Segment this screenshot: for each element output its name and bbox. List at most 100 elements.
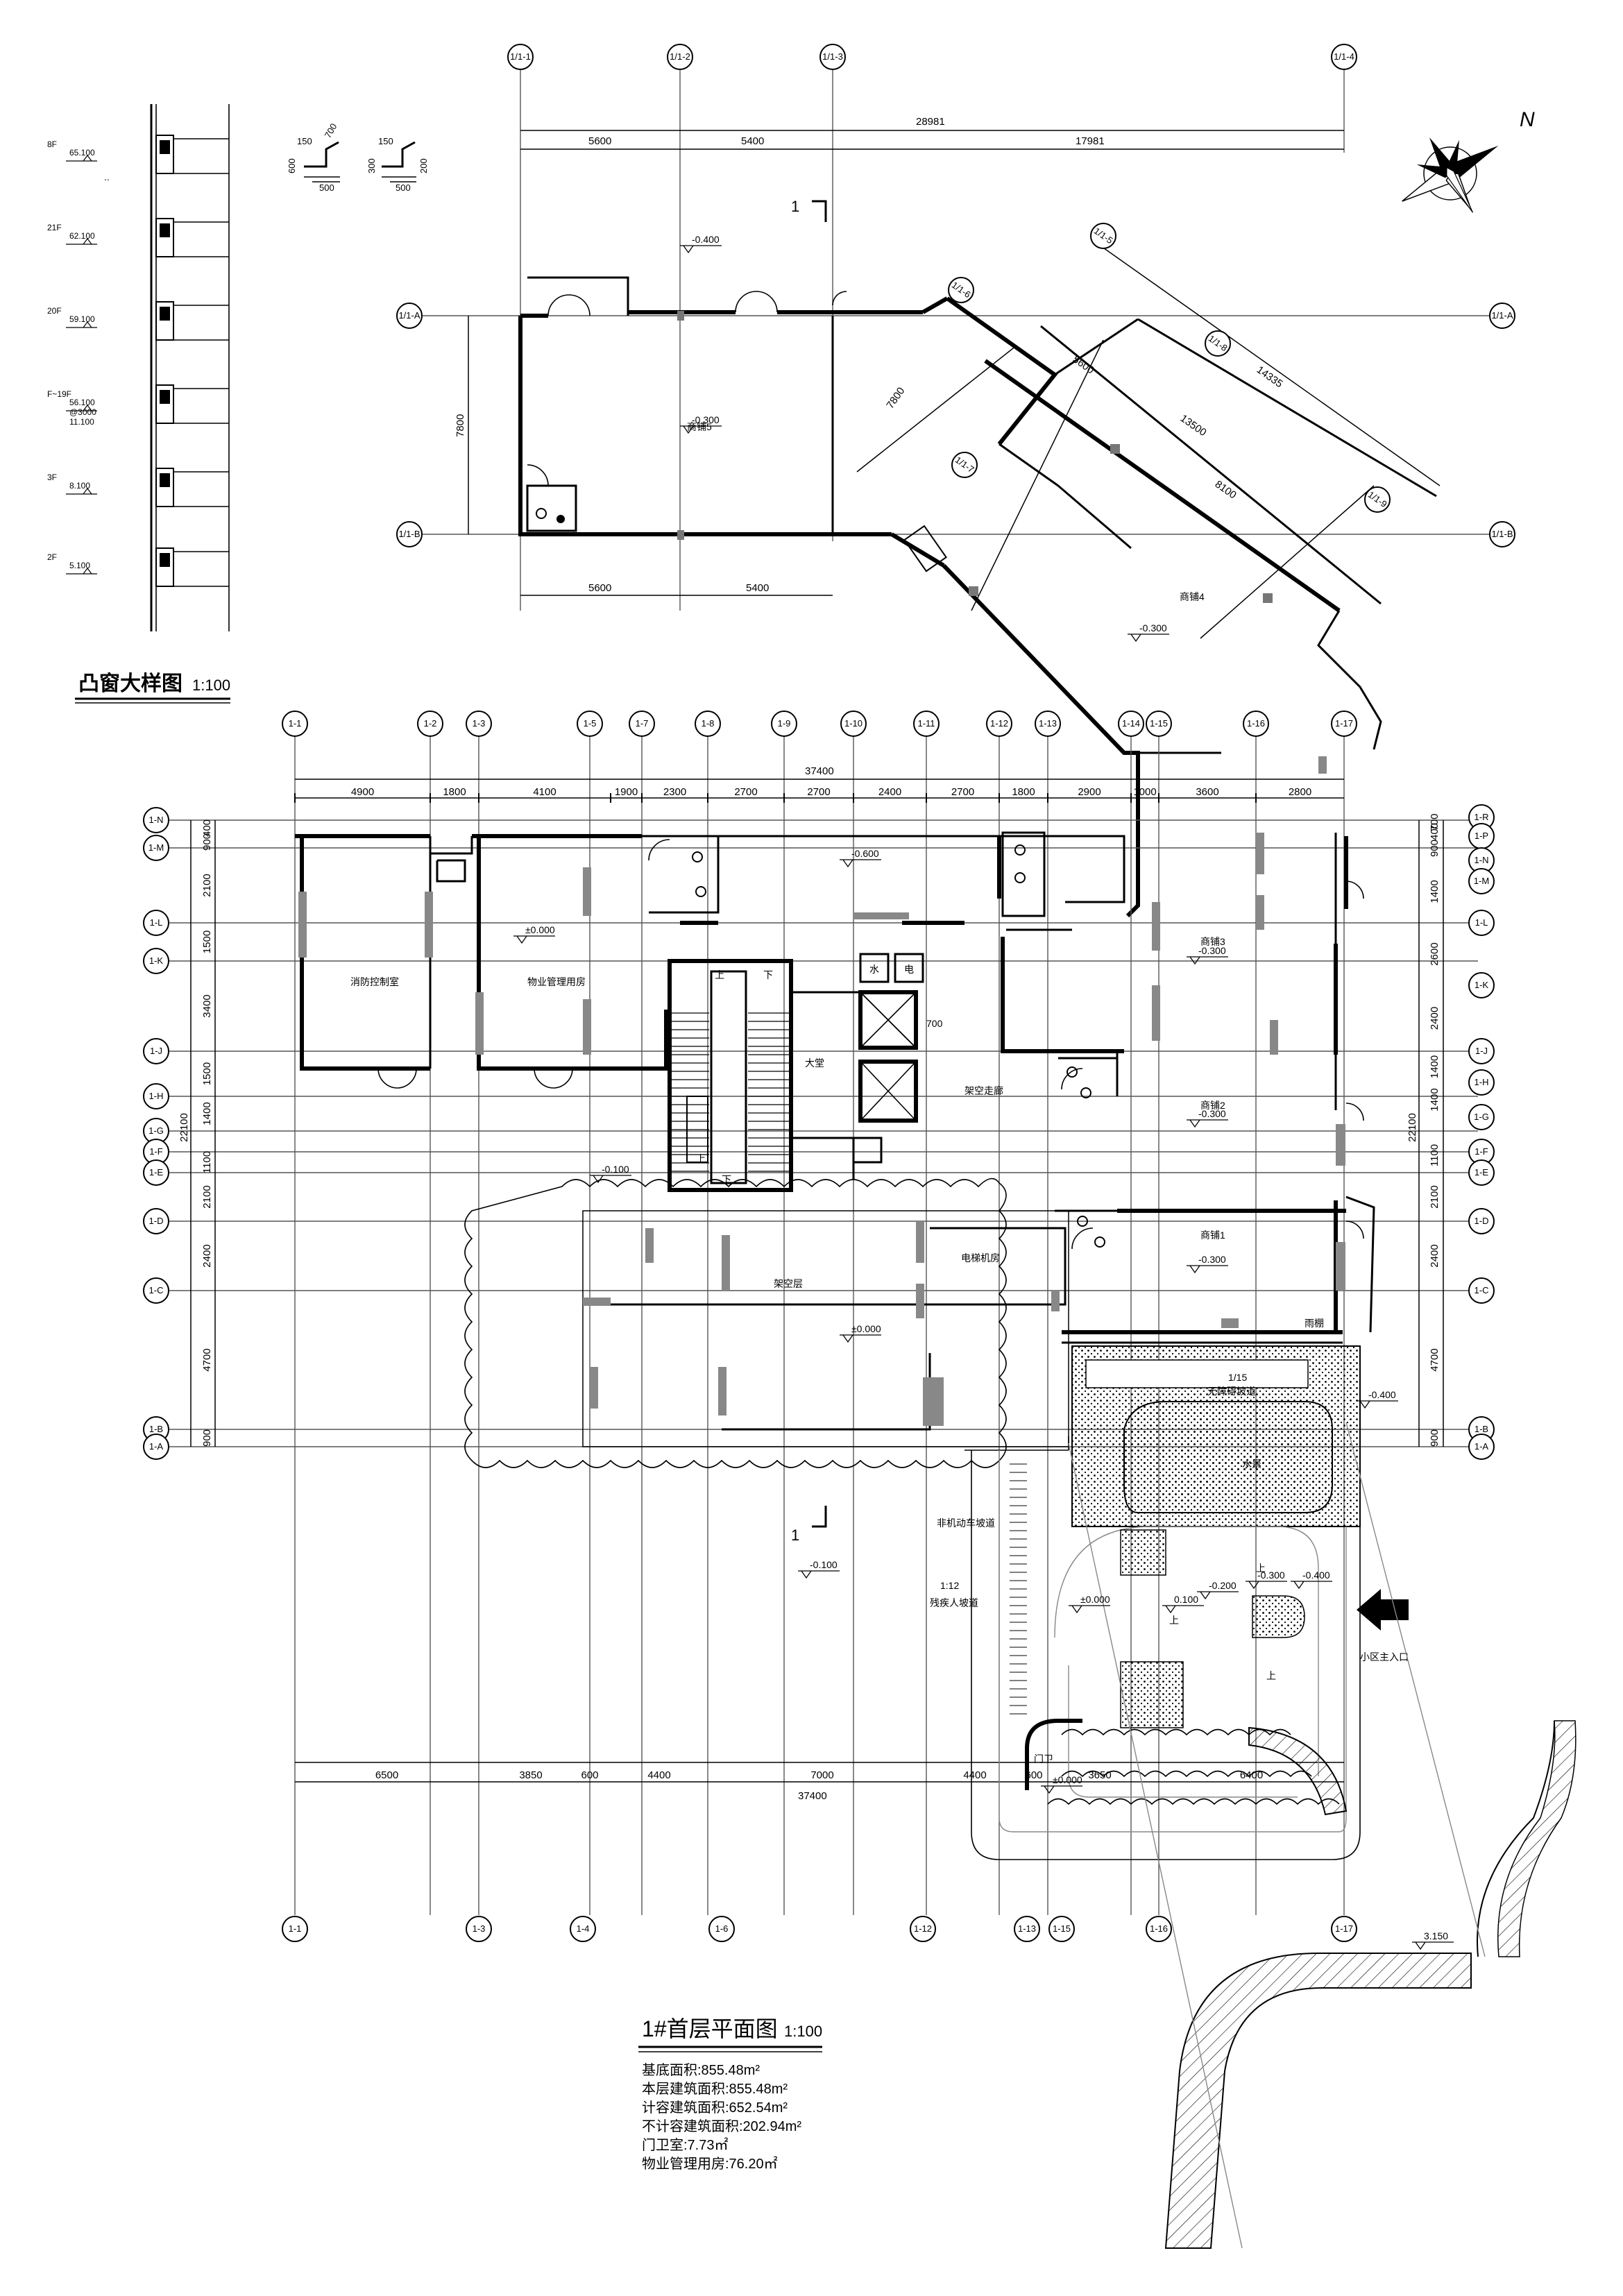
plan-stat: 基底面积:855.48m² <box>642 2062 760 2078</box>
gate-label: 门卫 <box>1034 1753 1053 1764</box>
dim: 900 <box>201 833 213 851</box>
axis-bubble: 1-L <box>143 910 169 936</box>
left-vertical-dimensions: 4009002100150034001500140022100110021002… <box>178 819 216 1447</box>
plan-stat: 门卫室:7.73㎡ <box>642 2136 728 2153</box>
axis-bubble: 1/1-B <box>396 521 423 547</box>
axis-bubble: 1-J <box>143 1038 169 1064</box>
bay-window-elev: 65.100 <box>69 148 95 158</box>
wheel-label: 残疾人坡道 <box>930 1597 978 1608</box>
elevation-mark: -0.300 <box>1187 945 1228 965</box>
axis-bubble-label: 1/1-A <box>398 310 420 321</box>
axis-bubble-label: 1-15 <box>1150 718 1168 729</box>
bay-window-elev: 56.100 <box>69 398 95 407</box>
axis-bubble: 1-P <box>1468 823 1495 849</box>
axis-bubble-label: 1-R <box>1475 812 1489 822</box>
elevation-value: ±0.000 <box>1080 1594 1110 1605</box>
axis-bubble: 1-16 <box>1146 1916 1172 1942</box>
dim: 2400 <box>1429 1244 1441 1267</box>
axis-bubble: 1-12 <box>986 711 1012 737</box>
axis-bubble-label: 1-K <box>1475 980 1489 990</box>
axis-bubble: 1-J <box>1468 1038 1495 1064</box>
axis-bubble-label: 1-7 <box>636 718 649 729</box>
dim: 1500 <box>201 1062 213 1085</box>
axis-bubble: 1-M <box>143 835 169 861</box>
diag-shop-label: 商铺4 <box>1180 591 1205 602</box>
elevation-mark: -0.400 <box>1291 1570 1332 1590</box>
elevation-value: ±0.000 <box>851 1323 881 1334</box>
axis-bubble: 1-C <box>143 1277 169 1304</box>
dim: 3600 <box>1196 786 1218 798</box>
axis-bubble: 1-K <box>143 948 169 974</box>
axis-bubble-label: 1-3 <box>473 718 486 729</box>
axis-bubble-label: 1-F <box>149 1146 163 1157</box>
axis-bubble-label: 1/1-1 <box>510 51 531 62</box>
stair-down-label: 下 <box>763 969 773 980</box>
detail-dim: 700 <box>323 121 339 139</box>
dim: 600 <box>1025 1769 1042 1781</box>
axis-bubble-label: 1-1 <box>289 1923 302 1934</box>
elevation-mark: -0.400 <box>680 234 722 254</box>
axis-bubble-label: 1-17 <box>1335 718 1353 729</box>
stair-down-label-2: 下 <box>722 1174 731 1185</box>
dim: 8100 <box>1213 478 1239 501</box>
plan-scale: 1:100 <box>784 2023 822 2040</box>
dim: 1400 <box>201 1102 213 1125</box>
entrance-arrow-icon <box>1357 1589 1409 1631</box>
elevation-value: -0.300 <box>1139 622 1167 633</box>
dim-main-total: 37400 <box>805 765 834 777</box>
dim: 22100 <box>178 1113 190 1142</box>
axis-bubble: 1/1-7 <box>951 452 978 478</box>
slope-label: 1/15 <box>1228 1372 1247 1383</box>
axis-bubble-label: 1-9 <box>778 718 791 729</box>
dim: 7800 <box>454 414 466 437</box>
axis-bubble: 1-15 <box>1048 1916 1075 1942</box>
dim: 5400 <box>741 135 764 147</box>
plan-title: 1#首层平面图 <box>642 2016 778 2041</box>
axis-bubble-label: 1-A <box>149 1441 164 1452</box>
axis-bubble: 1-A <box>143 1434 169 1460</box>
elevation-value: -0.400 <box>1302 1570 1330 1581</box>
axis-bubble-label: 1-13 <box>1018 1923 1036 1934</box>
water-room-label: 水 <box>869 964 879 975</box>
axis-bubble-label: 1-N <box>1475 855 1489 865</box>
axis-bubble-label: 1-16 <box>1247 718 1265 729</box>
elevation-value: -0.300 <box>692 414 720 425</box>
dim: 2700 <box>734 786 757 798</box>
dim: 1400 <box>1429 1088 1441 1111</box>
elevation-mark: ±0.000 <box>1041 1774 1082 1794</box>
bay-window-scale: 1:100 <box>192 677 230 694</box>
dim: 4400 <box>963 1769 986 1781</box>
entrance-label: 小区主入口 <box>1360 1651 1409 1663</box>
axis-bubble: 1-A <box>1468 1434 1495 1460</box>
axis-bubble-label: 1-17 <box>1335 1923 1353 1934</box>
axis-bubble-label: 1-L <box>150 917 163 928</box>
axis-bubble: 1-7 <box>629 711 655 737</box>
dim: 2700 <box>951 786 974 798</box>
main-building: 水 电 700 大堂 架空走廊 <box>295 756 1375 1344</box>
elevation-value: 0.100 <box>1174 1594 1198 1605</box>
north-label: N <box>1520 108 1535 131</box>
dim: 1000 <box>1133 786 1156 798</box>
elevation-value: -0.300 <box>1198 1254 1226 1265</box>
axis-bubble: 1/1-A <box>1489 303 1515 329</box>
axis-bubble-label: 1-J <box>150 1046 162 1056</box>
dim: 2100 <box>201 874 213 896</box>
bay-window-floor: 3F <box>47 473 57 482</box>
axis-bubble: 1-10 <box>840 711 867 737</box>
bay-window-floor: 21F <box>47 223 62 232</box>
elevation-value: ±0.000 <box>525 924 555 935</box>
dim: 400 <box>1429 823 1441 840</box>
canopy-label: 雨棚 <box>1305 1318 1324 1329</box>
dim: 3400 <box>201 994 213 1017</box>
wing-shop-label: 商铺5 <box>687 421 712 432</box>
axis-bubble: 1/1-2 <box>667 44 693 70</box>
axis-bubble-label: 1-E <box>1475 1167 1489 1177</box>
axis-bubble: 1-15 <box>1146 711 1172 737</box>
axis-bubble-label: 1-D <box>149 1216 164 1226</box>
lobby-label: 大堂 <box>805 1057 824 1069</box>
elevation-mark: -0.300 <box>1187 1254 1228 1274</box>
bay-window-elev: 8.100 <box>69 481 90 491</box>
